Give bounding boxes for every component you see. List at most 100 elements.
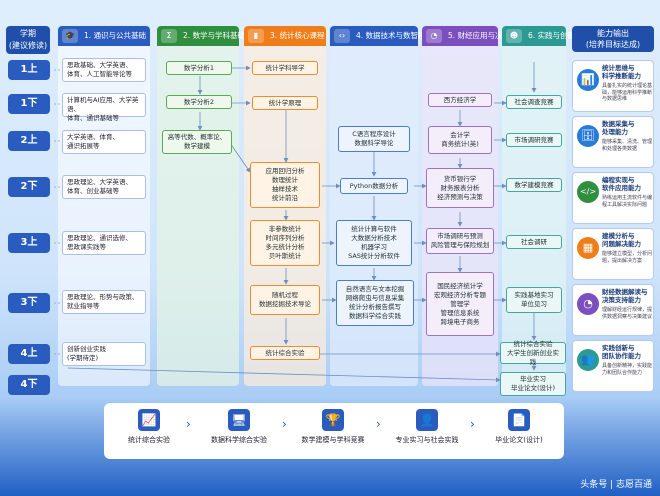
- ability-title-4: 建模分析与 问题解决能力: [602, 232, 641, 248]
- ability-desc-6: 具备创新精神，实践能力和团队合作能力: [602, 363, 653, 376]
- chevron-right-icon: ›: [470, 417, 475, 431]
- column-4-title: 数据技术与数智拓展: [365, 31, 434, 40]
- practice-label-1: 统计综合实验: [128, 436, 170, 444]
- column-3-num: 3: [270, 31, 275, 40]
- watermark: 头条号 | 志愿百通: [580, 480, 652, 490]
- data-tech-3up: 统计计算与软件 大数据分析技术 机器学习 SAS统计分析软件: [336, 220, 412, 266]
- ability-title-6: 实践创新与 团队协作能力: [602, 344, 641, 360]
- practice-label-2: 数据科学综合实验: [211, 436, 267, 444]
- finance-2down: 货币银行学 财务报表分析 经济预测与决策: [426, 168, 494, 208]
- python-data-analysis: Python数据分析: [340, 178, 408, 194]
- practice-item-4: 👤 专业实习与社会实践: [386, 409, 468, 445]
- practice-item-5: 📄 毕业论文(设计): [478, 409, 560, 445]
- stat-comprehensive-lab: 统计综合实验: [250, 346, 320, 360]
- graduation-internship-thesis: 毕业实习 毕业论文(设计): [500, 372, 566, 396]
- ability-desc-5: 理解财经运行规律，提供数据洞察与决策建议: [602, 307, 653, 320]
- pie-chart-icon: ◔: [577, 293, 599, 315]
- semester-header: 学期 (建议修读): [6, 26, 50, 54]
- chevron-right-icon: ›: [282, 417, 287, 431]
- people-icon: ☻: [506, 29, 522, 43]
- algebra-probability-modeling: 高等代数、概率论、 数学建模: [162, 130, 232, 154]
- internship-base: 实践基地实习 单位见习: [506, 287, 562, 313]
- column-6-num: 6: [528, 31, 533, 40]
- social-research: 社会调研: [506, 235, 562, 249]
- code-icon: ‹›: [334, 29, 350, 43]
- stat-lab-innovation: 统计综合实验 大学生创新创业实践: [500, 340, 566, 366]
- ability-item-6: 👥 实践创新与 团队协作能力 具备创新精神，实践能力和团队合作能力: [572, 340, 654, 392]
- ability-output-header: 能力输出 (培养目标达成): [572, 26, 654, 52]
- column-header-4: ‹›4. 数据技术与数智拓展: [330, 26, 433, 46]
- ability-item-5: ◔ 财经数据解读与 决策支持能力 理解财经运行规律，提供数据洞察与决策建议: [572, 284, 654, 336]
- column-header-5: ◔5. 财经应用与决策分析: [422, 26, 525, 46]
- column-2-num: 2: [183, 31, 188, 40]
- stat-principles: 统计学原理: [252, 96, 318, 110]
- accounting-business-stats: 会计学 商务统计(英): [428, 126, 492, 154]
- c-programming-ds-intro: C语言程序设计 数据科学导论: [338, 126, 410, 152]
- chart-icon: 📊: [577, 69, 599, 91]
- general-course-3down: 思政理论、形势与政策、 就业指导等: [62, 290, 146, 314]
- semester-2-down: 2下: [8, 177, 50, 197]
- ability-item-4: ▦ 建模分析与 问题解决能力 能够建立模型，分析问题，提出解决方案: [572, 228, 654, 280]
- general-course-2down: 思政理论、大学英语、 体育、创业基础等: [62, 175, 146, 199]
- stat-core-3down: 随机过程 数据挖掘技术导论: [250, 285, 320, 315]
- general-course-3up: 思政理论、通识选修、 思政课实践等: [62, 231, 146, 255]
- ability-title-1: 统计思维与 科学推断能力: [602, 64, 641, 80]
- semester-4-up: 4上: [8, 344, 50, 364]
- practice-item-2: 🖥 数据科学综合实验: [198, 409, 280, 445]
- column-header-1: 🎓1. 通识与公共基础: [58, 26, 150, 46]
- column-header-6: ☻6. 实践与创新: [502, 26, 575, 46]
- practice-strip: 📈 统计综合实验 › 🖥 数据科学综合实验 › 🏆 数学建模与学科竞赛 › 👤 …: [104, 403, 564, 459]
- column-4-num: 4: [356, 31, 361, 40]
- math-modeling-contest: 数学建模竞赛: [506, 178, 562, 192]
- monitor-icon: 🖥: [228, 409, 250, 431]
- practice-label-5: 毕业论文(设计): [495, 436, 543, 444]
- stat-core-2down: 应用回归分析 数理统计 抽样技术 统计前沿: [250, 162, 320, 208]
- semester-3-up: 3上: [8, 233, 50, 253]
- ability-title-5: 财经数据解读与 决策支持能力: [602, 288, 648, 304]
- ability-desc-1: 具备扎实的统计理论基础，能够运用科学推断与数据思维: [602, 83, 653, 102]
- ability-desc-2: 能够采集、清洗、管理和处理各类数据: [602, 139, 653, 152]
- column-2-title: 数学与学科基础: [192, 31, 246, 40]
- database-icon: 🗄: [577, 125, 599, 147]
- chevron-right-icon: ›: [186, 417, 191, 431]
- practice-item-3: 🏆 数学建模与学科竞赛: [292, 409, 374, 445]
- social-survey-contest: 社会调查竞赛: [506, 95, 562, 109]
- ability-title-2: 数据采集与 处理能力: [602, 120, 635, 136]
- practice-label-3: 数学建模与学科竞赛: [301, 436, 365, 444]
- pie-chart-icon: ◔: [426, 29, 442, 43]
- general-course-1down: 计算机与AI应用、大学英语、 体育、通识基础等: [62, 93, 146, 122]
- western-economics: 西方经济学: [428, 93, 492, 107]
- column-5-num: 5: [448, 31, 453, 40]
- stat-intro: 统计学科导学: [252, 61, 318, 75]
- ability-desc-4: 能够建立模型，分析问题，提出解决方案: [602, 251, 653, 264]
- semester-1-down: 1下: [8, 94, 50, 114]
- trophy-icon: 🏆: [322, 409, 344, 431]
- bar-chart-icon: ▮: [248, 29, 264, 43]
- document-icon: 📄: [508, 409, 530, 431]
- code-icon: </>: [577, 181, 599, 203]
- column-1-num: 1: [84, 31, 89, 40]
- practice-item-1: 📈 统计综合实验: [108, 409, 190, 445]
- ability-item-3: </> 编程实现与 软件应用能力 熟练运用主流软件与编程工具解决实际问题: [572, 172, 654, 224]
- semester-3-down: 3下: [8, 293, 50, 313]
- semester-4-down: 4下: [8, 375, 50, 395]
- general-course-4up: 创新创业实践 (学期待定): [62, 342, 146, 366]
- model-cubes-icon: ▦: [577, 237, 599, 259]
- ability-item-2: 🗄 数据采集与 处理能力 能够采集、清洗、管理和处理各类数据: [572, 116, 654, 168]
- finance-3down: 国民经济统计学 宏观经济分析专题 管理学 管理信息系统 跨境电子商务: [426, 272, 494, 336]
- general-course-1up: 思政基础、大学英语、 体育、人工智能导论等: [62, 58, 146, 82]
- team-icon: 👥: [577, 349, 599, 371]
- ability-title-3: 编程实现与 软件应用能力: [602, 176, 641, 192]
- ability-item-1: 📊 统计思维与 科学推断能力 具备扎实的统计理论基础，能够运用科学推断与数据思维: [572, 60, 654, 112]
- column-1-title: 通识与公共基础: [93, 31, 147, 40]
- practice-label-4: 专业实习与社会实践: [395, 436, 459, 444]
- trend-chart-icon: 📈: [138, 409, 160, 431]
- column-5-title: 财经应用与决策分析: [457, 31, 526, 40]
- chevron-right-icon: ›: [376, 417, 381, 431]
- graduation-cap-icon: 🎓: [62, 29, 78, 43]
- column-6-title: 实践与创新: [537, 31, 576, 40]
- person-icon: 👤: [416, 409, 438, 431]
- column-header-3: ▮3. 统计核心课程: [244, 26, 326, 46]
